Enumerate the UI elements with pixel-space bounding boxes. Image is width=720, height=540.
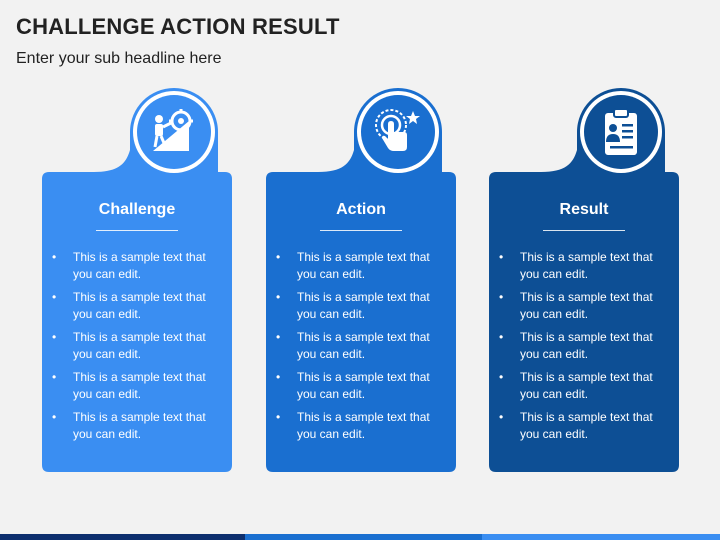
card-action: Action •This is a sample text that you c… (266, 80, 456, 472)
title-divider (96, 230, 178, 231)
card-result: Result •This is a sample text that you c… (489, 80, 679, 472)
list-item: •This is a sample text that you can edit… (52, 370, 206, 401)
card-title: Action (336, 201, 386, 218)
card-action-shape (266, 88, 456, 472)
title-divider (543, 230, 625, 231)
clipboard-user-icon (584, 95, 658, 169)
list-item: •This is a sample text that you can edit… (276, 330, 430, 361)
list-item: •This is a sample text that you can edit… (52, 290, 206, 321)
bullet-list: •This is a sample text that you can edit… (276, 249, 451, 449)
action-icon-ring (357, 91, 439, 173)
card-result-shape (489, 88, 679, 472)
list-item: •This is a sample text that you can edit… (276, 370, 430, 401)
list-item: •This is a sample text that you can edit… (52, 330, 206, 361)
list-item: •This is a sample text that you can edit… (52, 250, 206, 281)
list-item: •This is a sample text that you can edit… (499, 410, 653, 441)
page-subtitle: Enter your sub headline here (16, 50, 222, 67)
list-item: •This is a sample text that you can edit… (499, 250, 653, 281)
climbing-gear-icon (137, 95, 211, 169)
list-item: •This is a sample text that you can edit… (52, 410, 206, 441)
page-title: CHALLENGE ACTION RESULT (16, 14, 340, 39)
title-divider (320, 230, 402, 231)
list-item: •This is a sample text that you can edit… (276, 250, 430, 281)
list-item: •This is a sample text that you can edit… (499, 370, 653, 401)
result-icon-ring (580, 91, 662, 173)
card-challenge-shape (42, 88, 232, 472)
list-item: •This is a sample text that you can edit… (276, 410, 430, 441)
list-item: •This is a sample text that you can edit… (499, 290, 653, 321)
challenge-icon-ring (133, 91, 215, 173)
card-challenge: Challenge •This is a sample text that yo… (42, 80, 232, 472)
card-title: Result (559, 201, 609, 218)
card-title: Challenge (98, 201, 176, 218)
bullet-list: •This is a sample text that you can edit… (499, 249, 674, 449)
touch-target-icon (361, 95, 435, 169)
list-item: •This is a sample text that you can edit… (276, 290, 430, 321)
bullet-list: •This is a sample text that you can edit… (52, 249, 227, 449)
bottom-accent-bar (0, 534, 720, 540)
list-item: •This is a sample text that you can edit… (499, 330, 653, 361)
